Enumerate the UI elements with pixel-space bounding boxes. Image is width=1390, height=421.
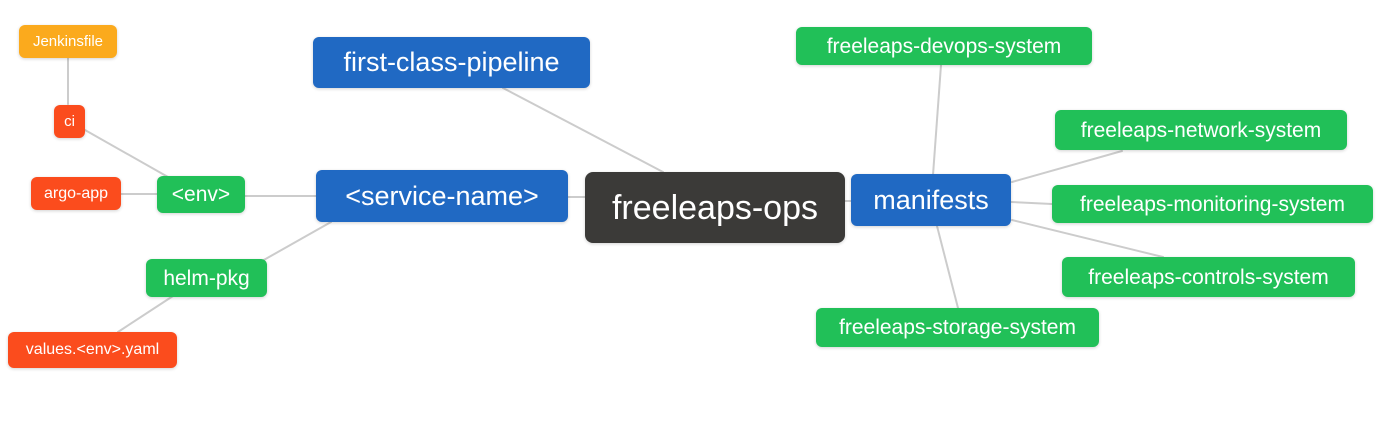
edge-helm-pkg-service-name bbox=[261, 221, 332, 262]
node-manifests[interactable]: manifests bbox=[851, 174, 1011, 226]
node-jenkinsfile[interactable]: Jenkinsfile bbox=[19, 25, 117, 58]
edge-values-helm-pkg bbox=[117, 295, 174, 333]
node-root-freeleaps-ops[interactable]: freeleaps-ops bbox=[585, 172, 845, 243]
node-argo-app[interactable]: argo-app bbox=[31, 177, 121, 210]
edge-manifests-network bbox=[1011, 150, 1123, 183]
edge-manifests-controls bbox=[1011, 219, 1164, 258]
node-helm-pkg[interactable]: helm-pkg bbox=[146, 259, 267, 297]
node-storage-system[interactable]: freeleaps-storage-system bbox=[816, 308, 1099, 347]
node-monitoring-system[interactable]: freeleaps-monitoring-system bbox=[1052, 185, 1373, 223]
node-first-class-pipeline[interactable]: first-class-pipeline bbox=[313, 37, 590, 88]
node-network-system[interactable]: freeleaps-network-system bbox=[1055, 110, 1347, 150]
edge-pipeline-root bbox=[502, 87, 664, 173]
node-devops-system[interactable]: freeleaps-devops-system bbox=[796, 27, 1092, 65]
node-ci[interactable]: ci bbox=[54, 105, 85, 138]
node-values-env-yaml[interactable]: values.<env>.yaml bbox=[8, 332, 177, 368]
edge-manifests-storage bbox=[936, 225, 959, 309]
edge-manifests-monitoring bbox=[1010, 201, 1053, 205]
node-service-name[interactable]: <service-name> bbox=[316, 170, 568, 222]
edge-manifests-devops bbox=[932, 64, 942, 176]
node-controls-system[interactable]: freeleaps-controls-system bbox=[1062, 257, 1355, 297]
node-env[interactable]: <env> bbox=[157, 176, 245, 213]
edge-ci-env bbox=[84, 129, 169, 178]
